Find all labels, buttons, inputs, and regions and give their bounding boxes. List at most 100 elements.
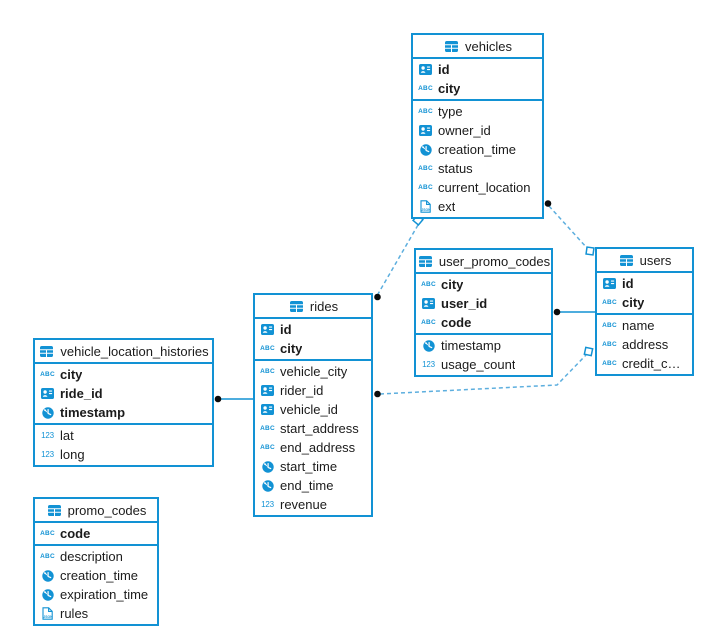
table-header-users[interactable]: users: [597, 249, 692, 273]
abc-text-icon: ABC: [602, 299, 617, 306]
relation-dot-marker: [374, 293, 381, 301]
table-title: users: [639, 252, 672, 268]
table-header-vehicles[interactable]: vehicles: [413, 35, 542, 59]
field-row-creation_time[interactable]: creation_time: [35, 566, 157, 585]
field-name: creation_time: [60, 568, 139, 583]
field-row-owner_id[interactable]: owner_id: [413, 121, 542, 140]
id-badge-icon: [417, 125, 434, 136]
field-row-timestamp[interactable]: timestamp: [35, 403, 212, 422]
field-name: code: [60, 526, 91, 541]
abc-text-icon: ABC: [260, 425, 275, 432]
field-row-credit_card[interactable]: ABC credit_card: [597, 354, 692, 373]
field-row-expiration_time[interactable]: expiration_time: [35, 585, 157, 604]
field-row-city[interactable]: ABC city: [255, 339, 371, 358]
field-name: address: [622, 337, 669, 352]
abc-text-icon: ABC: [418, 85, 433, 92]
abc-text-icon: ABC: [602, 360, 617, 367]
field-row-rider_id[interactable]: rider_id: [255, 381, 371, 400]
field-name: current_location: [438, 180, 531, 195]
field-name: owner_id: [438, 123, 491, 138]
table-title: user_promo_codes: [438, 253, 551, 269]
123-number-icon: 123: [41, 450, 54, 459]
field-name: timestamp: [60, 405, 126, 420]
field-name: user_id: [441, 296, 488, 311]
id-badge-icon: [420, 298, 437, 309]
id-badge-icon: [39, 388, 56, 399]
field-row-start_time[interactable]: start_time: [255, 457, 371, 476]
relation-rides-users: [374, 346, 594, 398]
field-name: id: [438, 62, 450, 77]
relation-dot-marker: [374, 390, 381, 398]
abc-text-icon: ABC: [602, 341, 617, 348]
field-row-vehicle_id[interactable]: vehicle_id: [255, 400, 371, 419]
field-name: id: [280, 322, 292, 337]
field-row-id[interactable]: id: [413, 60, 542, 79]
field-row-id[interactable]: id: [255, 320, 371, 339]
clock-icon: [39, 588, 56, 601]
clock-icon: [39, 569, 56, 582]
table-icon: [618, 254, 635, 266]
field-name: city: [280, 341, 303, 356]
field-name: city: [60, 367, 83, 382]
abc-text-icon: ABC: [260, 345, 275, 352]
relation-line: [548, 205, 588, 249]
field-row-description[interactable]: ABC description: [35, 547, 157, 566]
field-row-user_id[interactable]: user_id: [416, 294, 551, 313]
field-name: credit_card: [622, 356, 686, 371]
relation-line: [379, 354, 587, 395]
table-header-vehicle-location-histories[interactable]: vehicle_location_histories: [35, 340, 212, 364]
table-header-user-promo-codes[interactable]: user_promo_codes: [416, 250, 551, 274]
svg-text:JSON: JSON: [421, 208, 431, 212]
table-icon: [288, 300, 305, 312]
field-row-end_time[interactable]: end_time: [255, 476, 371, 495]
clock-icon: [259, 479, 276, 492]
field-row-ride_id[interactable]: ride_id: [35, 384, 212, 403]
table-header-rides[interactable]: rides: [255, 295, 371, 319]
field-row-id[interactable]: id: [597, 274, 692, 293]
relation-dot-marker: [214, 395, 222, 403]
table-header-promo-codes[interactable]: promo_codes: [35, 499, 157, 523]
field-name: timestamp: [441, 338, 501, 353]
table-title: promo_codes: [67, 502, 147, 518]
123-number-icon: 123: [422, 360, 435, 369]
field-row-address[interactable]: ABC address: [597, 335, 692, 354]
field-row-creation_time[interactable]: creation_time: [413, 140, 542, 159]
abc-text-icon: ABC: [40, 553, 55, 560]
field-row-timestamp[interactable]: timestamp: [416, 336, 551, 355]
table-icon: [46, 504, 63, 516]
clock-icon: [39, 406, 56, 419]
field-name: description: [60, 549, 123, 564]
